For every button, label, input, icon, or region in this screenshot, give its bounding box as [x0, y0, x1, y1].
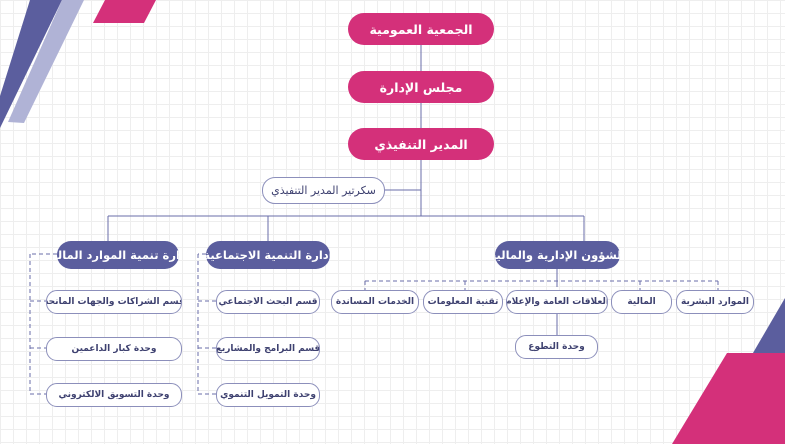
e-marketing-node: وحدة التسويق الالكتروني: [46, 383, 182, 407]
human-resources-node: الموارد البشرية: [676, 290, 754, 314]
support-services-node: الخدمات المساندة: [331, 290, 419, 314]
major-supporters-node: وحدة كبار الداعمين: [46, 337, 182, 361]
volunteering-unit-node: وحدة التطوع: [515, 335, 598, 359]
executive-secretary-node: سكرتير المدير التنفيذي: [262, 177, 385, 204]
finance-node: المالية: [611, 290, 672, 314]
general-assembly-node: الجمعية العمومية: [348, 13, 494, 45]
development-funding-node: وحدة التمويل التنموي: [216, 383, 320, 407]
board-of-directors-node: مجلس الإدارة: [348, 71, 494, 103]
resource-development-department-node: إدارة تنمية الموارد المالية: [57, 241, 179, 269]
information-technology-node: تقنية المعلومات: [423, 290, 503, 314]
public-relations-media-node: العلاقات العامة والإعلام: [506, 290, 608, 314]
social-research-node: قسم البحث الاجتماعي: [216, 290, 320, 314]
partnerships-donors-node: قسم الشراكات والجهات المانحة: [46, 290, 182, 314]
admin-finance-department-node: الشؤون الإدارية والمالية: [495, 241, 620, 269]
executive-director-node: المدير التنفيذي: [348, 128, 494, 160]
programs-projects-node: قسم البرامج والمشاريع: [216, 337, 320, 361]
social-development-department-node: إدارة التنمية الاجتماعية: [206, 241, 330, 269]
